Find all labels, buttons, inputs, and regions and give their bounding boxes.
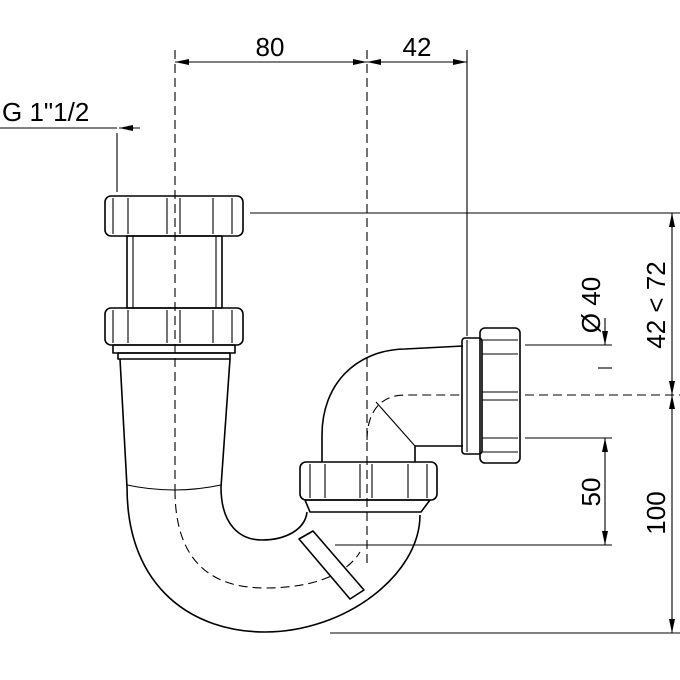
lower-tube bbox=[112, 344, 236, 491]
center-distance-label: 80 bbox=[256, 32, 285, 62]
siphon-body bbox=[104, 195, 521, 633]
total-height-label: 100 bbox=[641, 491, 671, 534]
top-nut bbox=[104, 195, 244, 237]
cleaning-plug bbox=[298, 530, 365, 600]
adjustable-height-label: 42 < 72 bbox=[641, 261, 671, 348]
outlet-to-plug-label: 50 bbox=[576, 478, 606, 507]
outlet-nut bbox=[461, 327, 521, 464]
outlet-bend bbox=[321, 345, 464, 462]
thread-label: G 1"1/2 bbox=[2, 97, 89, 127]
u-bend-inner bbox=[220, 486, 308, 541]
bend-center-curve bbox=[366, 394, 463, 441]
u-bend-outer bbox=[126, 486, 421, 633]
trap-nut bbox=[299, 461, 438, 513]
outlet-diameter-label: Ø 40 bbox=[576, 277, 606, 333]
dimensions: 80 42 G 1"1/2 Ø 40 50 42 < 72 100 bbox=[0, 32, 680, 634]
middle-nut bbox=[104, 307, 244, 346]
outlet-offset-label: 42 bbox=[403, 32, 432, 62]
u-bend bbox=[126, 486, 421, 633]
